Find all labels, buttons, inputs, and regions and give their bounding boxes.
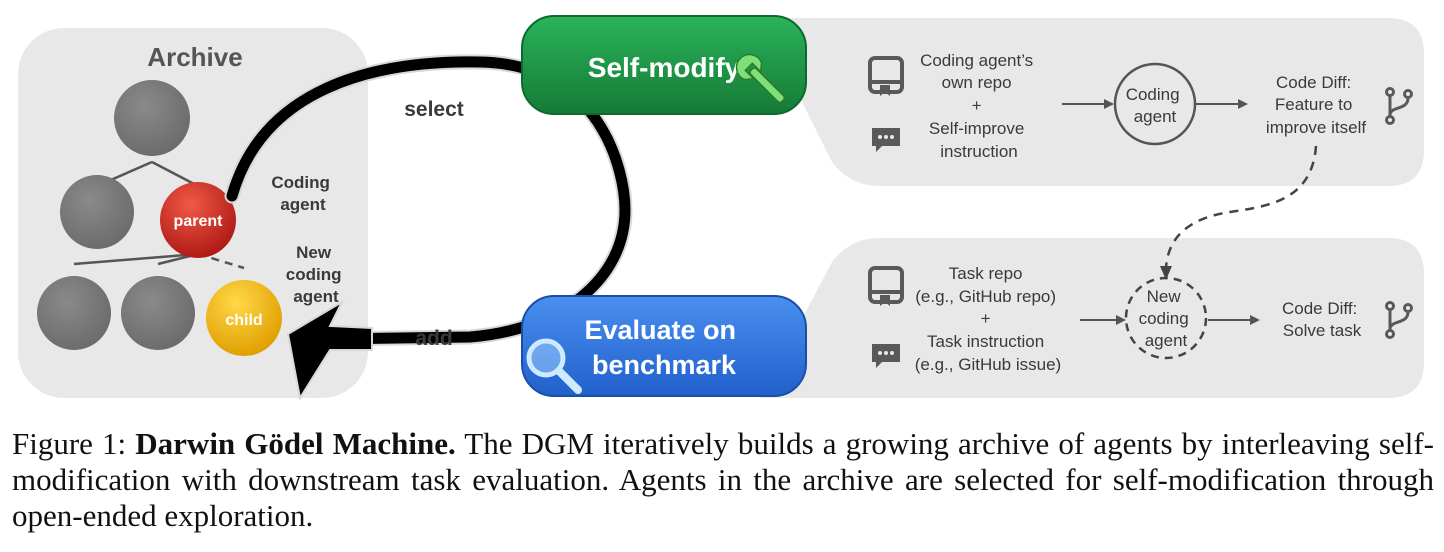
caption-prefix: Figure 1:: [12, 426, 136, 461]
bottom-arrow-1-head: [1116, 315, 1126, 325]
new-coding-agent-label: New coding agent: [286, 243, 346, 306]
evaluate-button[interactable]: Evaluate on benchmark: [521, 295, 807, 397]
caption-body: The DGM iteratively builds a growing arc…: [12, 426, 1434, 533]
top-coding-agent-label: Coding agent: [1126, 85, 1185, 126]
archive-title: Archive: [147, 42, 242, 72]
archive-node-bottom-middle: [121, 276, 195, 350]
figure-caption: Figure 1: Darwin Gödel Machine. The DGM …: [12, 426, 1434, 534]
evaluate-label: Evaluate on benchmark: [584, 315, 743, 380]
new-coding-agent-node-label: New coding agent: [1139, 287, 1194, 350]
top-input-text: Coding agent’s own repo + Self-improve i…: [920, 51, 1038, 161]
coding-agent-label: Coding agent: [271, 173, 334, 214]
loop-arrow-head: [286, 299, 373, 400]
top-panel: Coding agent’s own repo + Self-improve i…: [868, 51, 1413, 161]
bottom-panel-background: [760, 238, 1424, 398]
dashed-connector-head: [1160, 266, 1172, 280]
chat-icon: [872, 344, 900, 368]
parent-node[interactable]: [160, 182, 236, 258]
wrench-icon: [735, 53, 786, 104]
bottom-diff-text: Code Diff: Solve task: [1282, 299, 1362, 340]
chat-icon: [872, 128, 900, 152]
bottom-input-text: Task repo (e.g., GitHub repo) + Task ins…: [915, 264, 1061, 374]
magnifier-icon: [526, 338, 582, 394]
dgm-diagram: Archive parent child select add Coding a…: [18, 15, 1424, 400]
bottom-arrow-2-head: [1250, 315, 1260, 325]
child-node[interactable]: [206, 280, 282, 356]
repo-icon: [868, 56, 904, 96]
top-diff-text: Code Diff: Feature to improve itself: [1266, 73, 1366, 137]
self-modify-button[interactable]: Self-modify: [521, 15, 807, 115]
git-branch-icon: [1385, 301, 1413, 339]
top-arrow-2-head: [1238, 99, 1248, 109]
new-coding-agent-node: [1124, 276, 1208, 360]
archive-node-left: [60, 175, 134, 249]
select-label: select: [404, 98, 464, 121]
self-modify-label: Self-modify: [588, 52, 741, 83]
top-arrow-1-head: [1104, 99, 1114, 109]
caption-title: Darwin Gödel Machine.: [135, 426, 456, 461]
top-panel-background: [760, 18, 1424, 186]
top-coding-agent-node: [1113, 62, 1197, 146]
dashed-connector: [1164, 145, 1318, 269]
git-branch-icon: [1385, 87, 1413, 125]
add-label: add: [415, 327, 452, 350]
archive-node-bottom-left: [37, 276, 111, 350]
repo-icon: [868, 266, 904, 306]
parent-label: parent: [174, 213, 224, 230]
archive-node-root: [114, 80, 190, 156]
bottom-panel: Task repo (e.g., GitHub repo) + Task ins…: [868, 264, 1413, 374]
child-label: child: [225, 312, 262, 329]
